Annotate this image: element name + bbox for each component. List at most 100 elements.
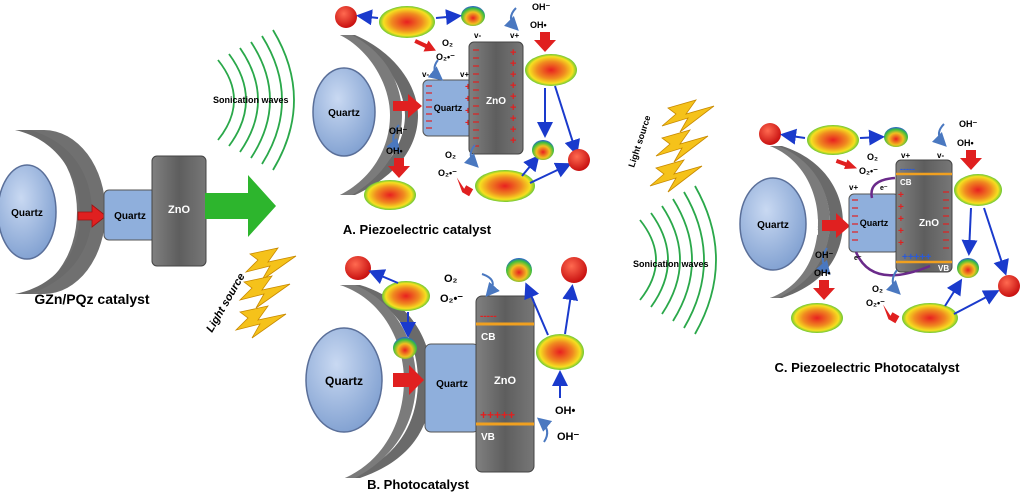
red-arrow (414, 39, 436, 52)
red-molecule (568, 149, 590, 171)
piezo-photocatalyst-title: C. Piezoelectric Photocatalyst (775, 360, 961, 375)
blue-arrow (953, 290, 1000, 315)
quartz-block-label: Quartz (860, 218, 889, 228)
blue-arrow (562, 284, 579, 335)
sonication-waves-label: Sonication waves (633, 259, 709, 269)
zno-block-label: ZnO (168, 204, 190, 216)
gzn-pqz-group: Quartz ZnO Quartz ZnO GZn/PQz catalyst (0, 130, 207, 307)
electron-label: e⁻ (880, 185, 888, 192)
svg-text:+: + (898, 214, 904, 225)
blue-arrow (961, 207, 978, 256)
quartz-label: Quartz (325, 374, 363, 388)
oh-radical-label: OH• (814, 268, 831, 278)
lightning-bolts (649, 99, 715, 193)
v-plus-label: v+ (510, 31, 519, 40)
minus-row: ----- (900, 164, 915, 174)
dye-molecule (536, 334, 584, 370)
curved-arrow (463, 144, 479, 168)
quartz-label: Quartz (11, 208, 43, 219)
photocatalyst-title: B. Photocatalyst (367, 477, 470, 492)
sonication-waves-label: Sonication waves (213, 95, 289, 105)
red-molecule (561, 257, 587, 283)
red-arrow (960, 150, 982, 170)
red-arrow (883, 304, 900, 324)
small-molecule (461, 6, 485, 26)
svg-text:+: + (510, 135, 516, 147)
plus-charges: ++++ (465, 82, 471, 129)
zno-block (895, 159, 953, 273)
red-molecule (335, 6, 357, 28)
v-minus-label: v- (422, 70, 429, 79)
blue-arrow (944, 278, 963, 307)
oh-radical-label: OH• (530, 20, 547, 30)
piezo-photocatalyst-group: Light source Sonication waves Quartz ZnO… (626, 99, 1020, 375)
red-arrow (77, 204, 107, 228)
svg-text:+: + (510, 113, 516, 125)
piezo-catalyst-group: Sonication waves Quartz ZnO Quartz ++++ … (213, 2, 590, 237)
zno-block-label: ZnO (486, 96, 506, 107)
zno-shell-inner (770, 146, 830, 298)
curved-arrow (481, 273, 500, 298)
blue-arrow (529, 162, 572, 184)
o2-label: O₂ (442, 38, 453, 48)
v-minus-label: v- (937, 151, 944, 160)
curved-arrow (931, 123, 947, 147)
o2-radical-label: O₂•⁻ (438, 168, 457, 178)
oh-minus-label: OH⁻ (532, 2, 551, 12)
blue-arrow (368, 269, 399, 285)
gzn-pqz-title: GZn/PQz catalyst (34, 291, 149, 307)
dye-molecule (364, 180, 416, 210)
zno-shell (15, 130, 106, 294)
red-molecule (998, 275, 1020, 297)
red-arrow (822, 213, 850, 238)
oh-radical-label: OH• (386, 146, 403, 156)
dye-molecule (525, 54, 577, 86)
o2-radical-label: O₂•⁻ (866, 298, 885, 308)
plus-row: +++++ (480, 408, 515, 422)
quartz-block-label: Quartz (434, 103, 463, 113)
blue-arrow (780, 128, 806, 145)
dye-molecule (379, 6, 435, 38)
quartz-sphere (312, 67, 376, 157)
o2-radical-label: O₂•⁻ (436, 52, 455, 62)
o2-label: O₂ (872, 284, 883, 294)
lightning-bolts (234, 247, 297, 339)
minus-row: ----- (480, 311, 497, 322)
svg-text:+: + (465, 94, 471, 105)
o2-radical-label: O₂•⁻ (440, 293, 463, 305)
svg-text:+: + (898, 190, 904, 201)
oh-minus-label: OH⁻ (389, 126, 408, 136)
zno-shell (340, 35, 418, 195)
oh-radical-label: OH• (555, 405, 576, 417)
cb-label: CB (481, 332, 495, 343)
quartz-sphere (305, 327, 383, 433)
quartz-sphere (739, 177, 807, 271)
dye-molecule (475, 170, 535, 202)
svg-text:+: + (510, 47, 516, 59)
oh-radical-label: OH• (957, 138, 974, 148)
blue-arrow (356, 9, 379, 26)
o2-radical-label: O₂•⁻ (859, 166, 878, 176)
zno-block (468, 41, 524, 155)
minus-charges (943, 191, 949, 249)
red-arrow (813, 280, 835, 300)
quartz-sphere (0, 164, 57, 260)
dye-molecule (382, 281, 430, 311)
red-molecule (345, 256, 371, 280)
zno-block-label: ZnO (919, 218, 939, 229)
curved-arrow (816, 247, 831, 276)
quartz-block-label: Quartz (114, 211, 146, 222)
quartz-label: Quartz (757, 220, 789, 231)
svg-text:+: + (465, 106, 471, 117)
blue-arrow (435, 9, 462, 26)
zno-shell-inner (340, 285, 416, 478)
red-arrow (534, 32, 556, 52)
dye-molecule (954, 174, 1002, 206)
blue-arrow (859, 129, 885, 146)
o2-label: O₂ (867, 152, 878, 162)
zno-block (475, 295, 535, 473)
red-arrow (388, 158, 410, 178)
small-molecule (957, 258, 979, 278)
svg-text:+: + (898, 226, 904, 237)
dye-molecule (807, 125, 859, 155)
